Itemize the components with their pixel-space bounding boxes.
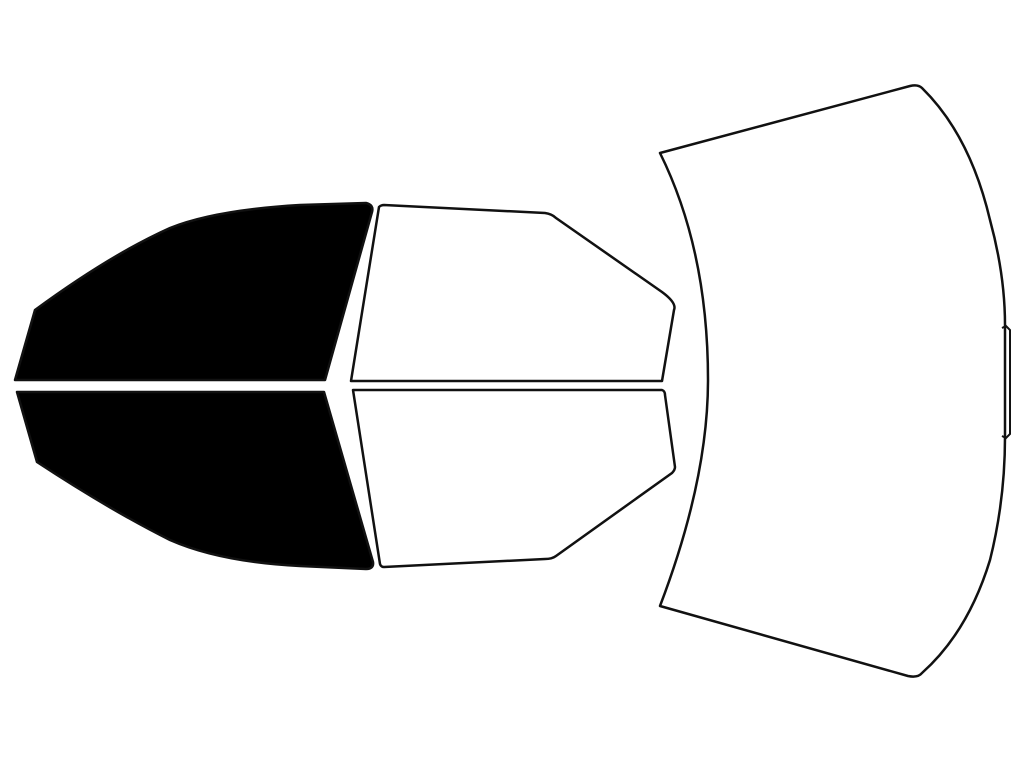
rear-windshield-notch xyxy=(1001,324,1011,440)
front-door-window-top[interactable] xyxy=(13,201,374,382)
front-door-window-bottom[interactable] xyxy=(15,390,375,571)
rear-windshield[interactable] xyxy=(658,84,1007,678)
rear-door-window-bottom[interactable] xyxy=(351,388,677,569)
rear-door-window-top[interactable] xyxy=(349,203,676,383)
